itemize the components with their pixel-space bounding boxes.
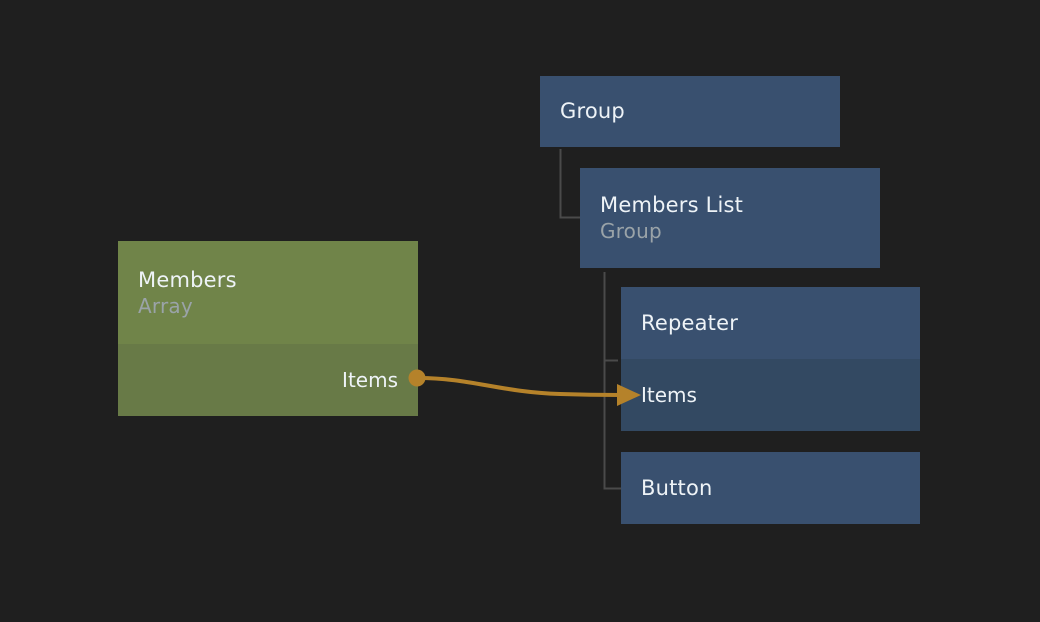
tree-line-members-list-spine	[603, 272, 621, 490]
node-repeater-port-items[interactable]: Items	[621, 359, 920, 431]
node-repeater-header[interactable]: Repeater	[621, 287, 920, 359]
node-members-list-title: Members List	[600, 193, 744, 217]
node-button-title: Button	[641, 475, 713, 500]
node-members-title: Members	[138, 267, 237, 292]
node-group-header[interactable]: Group	[540, 76, 840, 147]
node-members-port-items-label: Items	[342, 367, 398, 392]
node-members-header[interactable]: Members Array	[118, 241, 418, 344]
node-members-list-header[interactable]: Members List Group	[580, 168, 880, 268]
tree-line-group-to-members-list	[559, 149, 580, 219]
connection-members-items-to-repeater-items[interactable]	[417, 376, 622, 397]
node-repeater[interactable]: Repeater Items	[621, 287, 920, 431]
node-members-list[interactable]: Members List Group	[580, 168, 880, 268]
node-group[interactable]: Group	[540, 76, 840, 147]
node-button[interactable]: Button	[621, 452, 920, 524]
node-group-title: Group	[560, 99, 625, 123]
node-members-subtitle: Array	[138, 293, 193, 318]
node-repeater-port-items-label: Items	[641, 382, 697, 407]
node-button-header[interactable]: Button	[621, 452, 920, 524]
node-members[interactable]: Members Array Items	[118, 241, 418, 416]
node-repeater-title: Repeater	[641, 310, 739, 335]
node-members-port-items[interactable]: Items	[118, 344, 418, 416]
node-members-list-subtitle: Group	[600, 219, 662, 243]
